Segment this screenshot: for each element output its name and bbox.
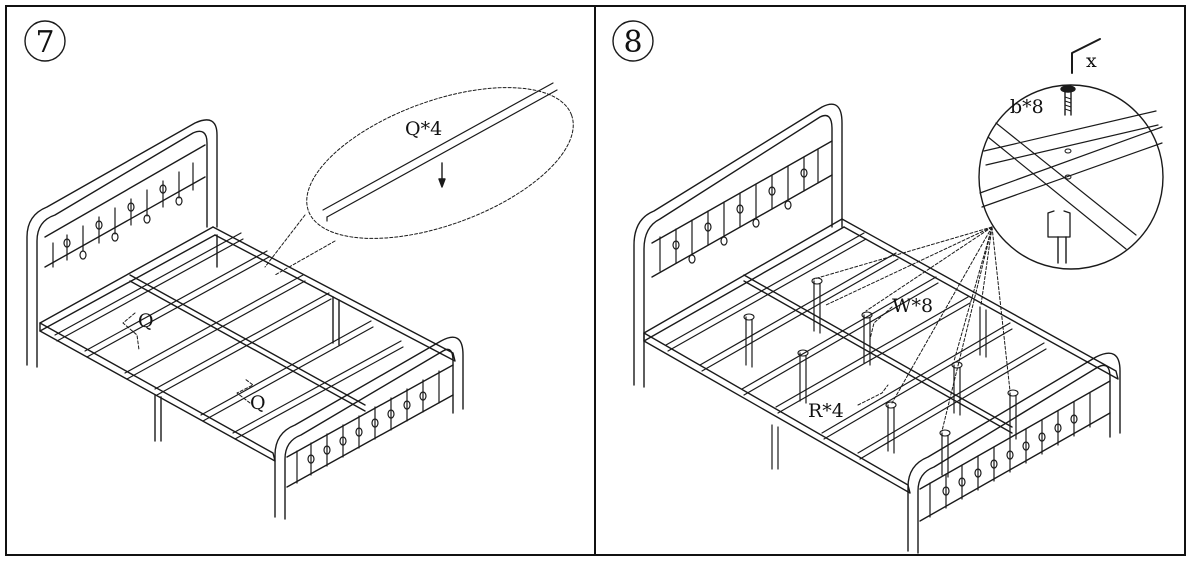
slat-detail [322, 82, 558, 222]
step-7-panel: 7 Q*4 Q Q [5, 5, 596, 556]
center-rail [743, 274, 1013, 434]
insert-arrow-icon [438, 162, 446, 188]
footboard [274, 336, 464, 520]
support-legs [745, 280, 1017, 478]
headboard [26, 119, 218, 368]
step-8-number: 8 [623, 25, 642, 60]
legs [154, 234, 340, 442]
slats [665, 232, 1047, 460]
tool-label-x: x [1086, 50, 1097, 72]
slat-label-q1: Q [138, 310, 154, 332]
slat-callout [264, 87, 574, 276]
bolt-icon [1060, 85, 1076, 116]
slat-label-q2: Q [250, 392, 266, 414]
detail-leader-lines [813, 226, 1011, 432]
headboard [633, 103, 843, 388]
rail-label-r4: R*4 [808, 400, 844, 422]
step-8-drawing: 8 x b*8 W*8 R*4 [612, 20, 1164, 554]
q-leaders [122, 312, 254, 404]
allen-key-icon [1071, 38, 1101, 74]
bolt-label-b8: b*8 [1010, 96, 1044, 118]
footboard [907, 352, 1121, 554]
slats [54, 232, 404, 440]
leg-caps [743, 277, 1019, 437]
leg-label-w8: W*8 [892, 295, 933, 317]
step-8-panel: 8 x b*8 W*8 R*4 [596, 5, 1186, 556]
step-8-circle [612, 20, 654, 62]
label-leaders [857, 306, 893, 406]
bolt-detail-circle [978, 84, 1164, 270]
part-label-q4: Q*4 [405, 118, 442, 140]
step-7-drawing: 7 Q*4 Q Q [24, 20, 574, 520]
step-7-circle [24, 20, 66, 62]
step-7-number: 7 [35, 25, 54, 60]
